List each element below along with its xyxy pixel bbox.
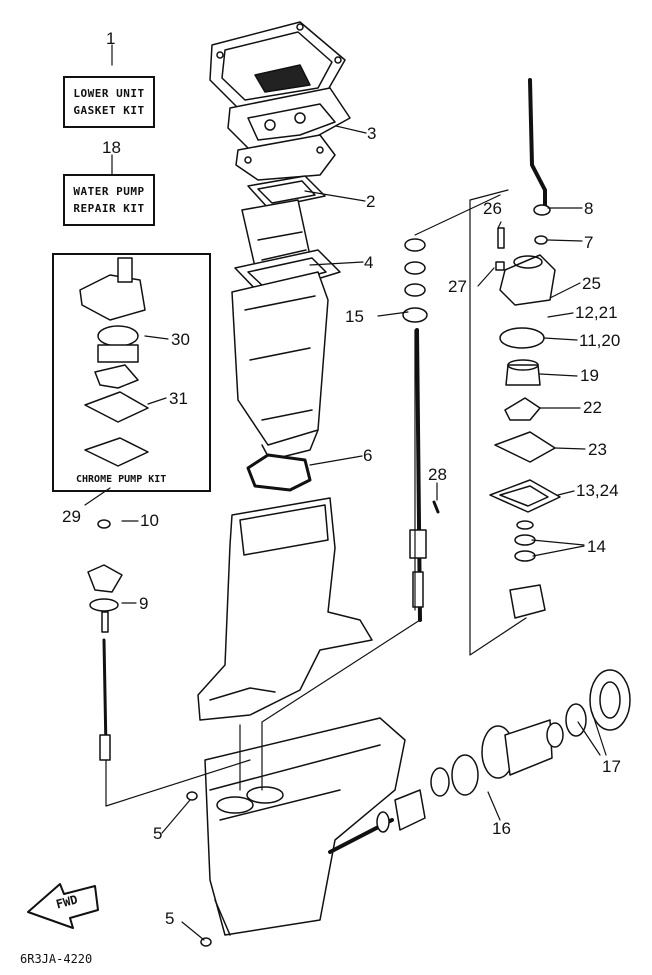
chrome-pump-parts bbox=[79, 257, 149, 467]
hardware-26-27 bbox=[495, 227, 505, 271]
water-tube bbox=[528, 78, 547, 207]
callout-18: 18 bbox=[102, 138, 121, 157]
callout-16: 16 bbox=[492, 819, 511, 838]
water-pump-repair-kit-box: WATER PUMP REPAIR KIT bbox=[63, 174, 155, 226]
callout-10: 10 bbox=[140, 511, 159, 530]
mount-plate bbox=[235, 134, 336, 181]
callout-7: 7 bbox=[584, 233, 594, 252]
callout-1: 1 bbox=[106, 29, 116, 48]
callout-31: 31 bbox=[169, 389, 188, 408]
shaft-bearings bbox=[402, 238, 428, 323]
pin-28 bbox=[432, 500, 440, 514]
callout-5-upper: 5 bbox=[153, 824, 163, 843]
gear-case bbox=[204, 717, 406, 936]
callout-11-20: 11,20 bbox=[579, 331, 621, 350]
drive-shaft bbox=[409, 328, 427, 622]
callout-29: 29 bbox=[62, 507, 81, 526]
callout-5-lower: 5 bbox=[165, 909, 175, 928]
kit-label-line: LOWER UNIT bbox=[73, 87, 145, 100]
callout-27: 27 bbox=[448, 277, 467, 296]
shift-bracket bbox=[87, 519, 123, 612]
kit-label-line: WATER PUMP bbox=[73, 185, 145, 198]
callout-25: 25 bbox=[582, 274, 601, 293]
lower-casing bbox=[197, 497, 373, 721]
callout-17: 17 bbox=[602, 757, 621, 776]
callout-14: 14 bbox=[587, 537, 606, 556]
callout-6: 6 bbox=[363, 446, 373, 465]
propeller-shaft-assembly bbox=[328, 669, 631, 854]
lower-unit-gasket-kit-box: LOWER UNIT GASKET KIT bbox=[63, 76, 155, 128]
callout-30: 30 bbox=[171, 330, 190, 349]
callout-15: 15 bbox=[345, 307, 364, 326]
callout-23: 23 bbox=[588, 440, 607, 459]
chrome-pump-kit-box bbox=[52, 253, 211, 492]
shift-rod bbox=[99, 611, 111, 761]
callout-2: 2 bbox=[366, 192, 376, 211]
leader-lines bbox=[84, 44, 607, 941]
callout-26: 26 bbox=[483, 199, 502, 218]
callout-3: 3 bbox=[367, 124, 377, 143]
kit-label-line: GASKET KIT bbox=[73, 104, 145, 117]
callout-13-24: 13,24 bbox=[576, 481, 619, 500]
damper-gasket bbox=[246, 453, 312, 492]
fwd-arrow bbox=[27, 883, 99, 929]
callout-19: 19 bbox=[580, 366, 599, 385]
callout-4: 4 bbox=[364, 253, 374, 272]
callout-22: 22 bbox=[583, 398, 602, 417]
callout-8: 8 bbox=[584, 199, 594, 218]
chrome-pump-kit-label: CHROME PUMP KIT bbox=[76, 474, 167, 485]
water-pump-assembly bbox=[489, 204, 561, 619]
callout-28: 28 bbox=[428, 465, 447, 484]
small-gasket bbox=[247, 175, 326, 209]
document-id: 6R3JA-4220 bbox=[20, 952, 93, 966]
upper-casing bbox=[231, 271, 329, 461]
callout-9: 9 bbox=[139, 594, 149, 613]
kit-label-line: REPAIR KIT bbox=[73, 202, 145, 215]
callout-12-21: 12,21 bbox=[575, 303, 618, 322]
